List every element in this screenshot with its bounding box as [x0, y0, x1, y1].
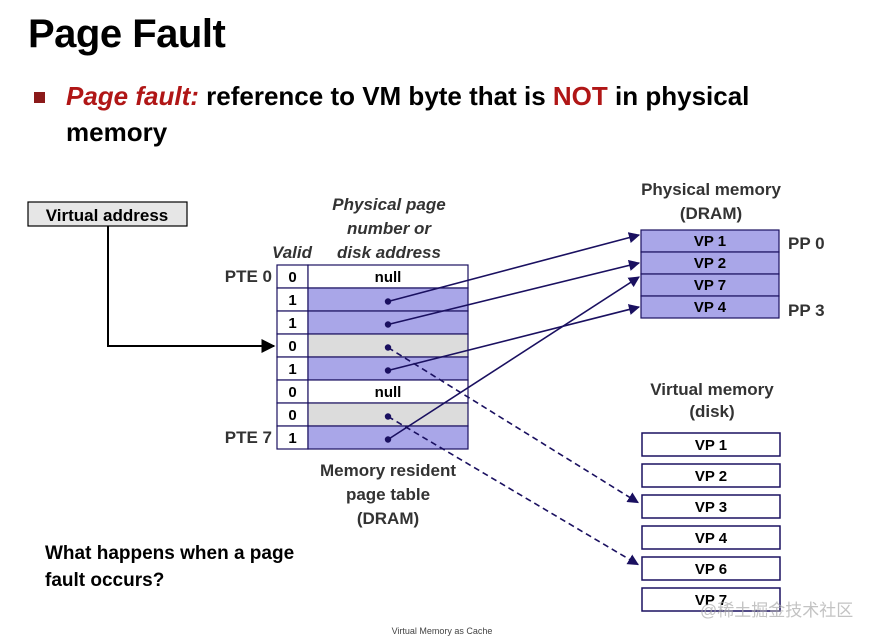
- ppn-header-line-2: number or: [347, 219, 432, 238]
- pte-to-disk-arrow: [387, 346, 639, 504]
- bullet-line-2: memory: [66, 117, 168, 147]
- pte-valid-bit: 0: [288, 384, 296, 401]
- page-table-caption-1: Memory resident: [320, 461, 456, 480]
- slide-footer: Virtual Memory as Cache: [391, 626, 493, 636]
- bullet-term: Page fault:: [66, 81, 199, 111]
- pte-to-memory-arrow: [387, 304, 641, 372]
- physical-page-cell: [640, 295, 780, 319]
- virtual-address-box: [27, 201, 188, 227]
- ppn-header-line-1: Physical page: [332, 195, 445, 214]
- disk-page-label: VP 2: [695, 468, 727, 485]
- pte-to-disk-arrow: [387, 415, 639, 566]
- physical-memory: VP 1 VP 2 VP 7 VP 4: [640, 229, 780, 319]
- pte-to-memory-arrow: [387, 259, 641, 326]
- pte-valid-bit: 0: [288, 338, 296, 355]
- pte-valid-bit: 0: [288, 269, 296, 286]
- disk-page-cell: [641, 587, 781, 612]
- disk-page-label: VP 1: [695, 437, 727, 454]
- bullet-emphasis: NOT: [552, 81, 608, 111]
- disk-page-cell: [641, 432, 781, 457]
- physical-page-label: VP 1: [694, 233, 726, 250]
- physical-page-label: VP 4: [694, 299, 727, 316]
- physical-memory-title-1: Physical memory: [641, 180, 781, 199]
- virtual-memory-title-1: Virtual memory: [650, 380, 774, 399]
- pp-first-label: PP 0: [788, 234, 825, 253]
- physical-page-label: VP 2: [694, 255, 726, 272]
- pte-valid-bit: 1: [288, 361, 296, 378]
- disk-page-cell: [641, 525, 781, 550]
- pte-valid-bit: 1: [288, 292, 296, 309]
- bullet-square-icon: [34, 92, 45, 103]
- virtual-memory: VP 1 VP 2 VP 3 VP 4 VP 6 VP 7: [641, 432, 781, 612]
- question-line-1: What happens when a page: [45, 543, 295, 564]
- watermark: @稀土掘金技术社区: [700, 601, 854, 620]
- pte-first-label: PTE 0: [225, 267, 272, 286]
- pte-to-memory-arrow: [387, 232, 641, 303]
- physical-memory-title-2: (DRAM): [680, 204, 742, 223]
- mapping-arrows: [387, 232, 641, 566]
- question-line-2: fault occurs?: [45, 570, 165, 591]
- virtual-address-label: Virtual address: [46, 206, 169, 225]
- physical-page-label: VP 7: [694, 277, 726, 294]
- bullet-line-1: Page fault: reference to VM byte that is…: [66, 81, 749, 112]
- bullet-text-post: in physical: [607, 81, 750, 111]
- disk-page-cell: [641, 556, 781, 581]
- pte-address-text: null: [375, 384, 402, 401]
- pte-valid-bit: 1: [288, 430, 296, 447]
- virtual-memory-title-2: (disk): [689, 402, 734, 421]
- pte-to-memory-arrow: [387, 276, 640, 441]
- pte-address-text: null: [375, 269, 402, 286]
- pte-valid-bit: 0: [288, 407, 296, 424]
- valid-header: Valid: [272, 243, 313, 262]
- virtual-address-arrow: [107, 226, 276, 353]
- disk-page-label: VP 3: [695, 499, 727, 516]
- page-table-caption-2: page table: [346, 485, 430, 504]
- question-text: What happens when a page fault occurs?: [45, 540, 294, 594]
- disk-page-label: VP 4: [695, 530, 728, 547]
- slide-title: Page Fault: [28, 12, 226, 56]
- disk-page-cell: [641, 463, 781, 488]
- pte-valid-bit: 1: [288, 315, 296, 332]
- ppn-header-line-3: disk address: [337, 243, 441, 262]
- disk-page-label: VP 6: [695, 561, 727, 578]
- disk-page-label: VP 7: [695, 592, 727, 609]
- page-table: 0 null 1 1 0 1 0 null 0 1: [276, 264, 469, 450]
- pp-last-label: PP 3: [788, 301, 825, 320]
- pte-last-label: PTE 7: [225, 428, 272, 447]
- page-table-caption-3: (DRAM): [357, 509, 419, 528]
- disk-page-cell: [641, 494, 781, 519]
- bullet-text-pre: reference to VM byte that is: [198, 81, 553, 111]
